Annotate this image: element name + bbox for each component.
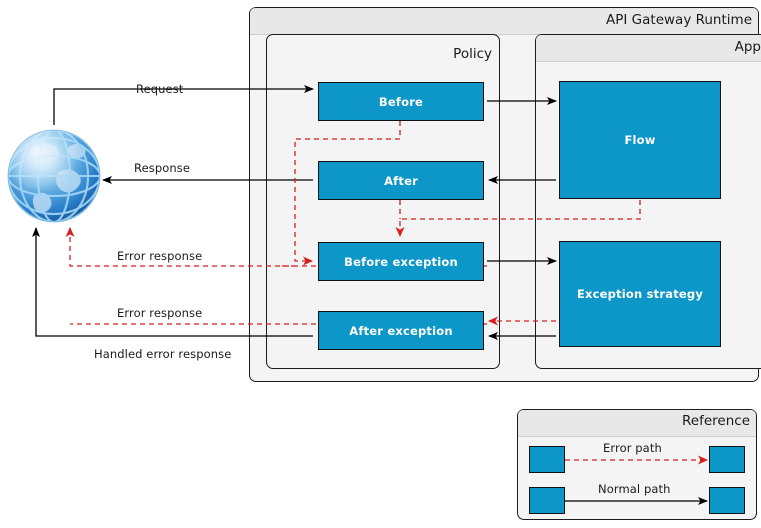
- container-title-policy: Policy: [453, 46, 492, 62]
- node-flow[interactable]: Flow: [559, 81, 721, 199]
- legend-normal-source-box: [529, 487, 565, 514]
- legend-normal-target-box: [709, 487, 745, 514]
- node-before-exception-label: Before exception: [344, 254, 458, 269]
- node-exception-strategy[interactable]: Exception strategy: [559, 241, 721, 347]
- edge-label-handled-error-response: Handled error response: [94, 347, 232, 361]
- edge-before-error-to-beforeexc: [294, 121, 401, 266]
- container-header-runtime: [250, 8, 758, 35]
- edge-label-error-response-1: Error response: [117, 249, 203, 263]
- container-title-runtime: API Gateway Runtime: [606, 12, 752, 28]
- edge-handled-error-response: [32, 227, 313, 337]
- node-before-exception[interactable]: Before exception: [318, 242, 484, 281]
- node-before-label: Before: [378, 94, 424, 109]
- legend-error-source-box: [529, 446, 565, 473]
- legend-title: Reference: [682, 413, 750, 429]
- node-after[interactable]: After: [318, 161, 484, 200]
- legend-label-normal-path: Normal path: [598, 482, 671, 496]
- legend-header: [518, 410, 756, 437]
- node-after-exception[interactable]: After exception: [318, 311, 484, 350]
- edge-label-request: Request: [136, 82, 184, 96]
- container-title-app: App: [734, 39, 761, 55]
- node-after-label: After: [384, 173, 418, 188]
- edge-request: [53, 85, 314, 125]
- node-flow-label: Flow: [624, 133, 656, 147]
- legend-label-error-path: Error path: [603, 441, 662, 455]
- edge-label-response: Response: [134, 161, 191, 175]
- node-after-exception-label: After exception: [349, 323, 453, 338]
- legend-error-target-box: [709, 446, 745, 473]
- container-header-app: [536, 35, 761, 62]
- node-before[interactable]: Before: [318, 82, 484, 121]
- edge-label-error-response-2: Error response: [117, 306, 203, 320]
- edge-flow-error-to-beforeexc: [395, 200, 641, 237]
- node-exception-strategy-label: Exception strategy: [576, 287, 704, 301]
